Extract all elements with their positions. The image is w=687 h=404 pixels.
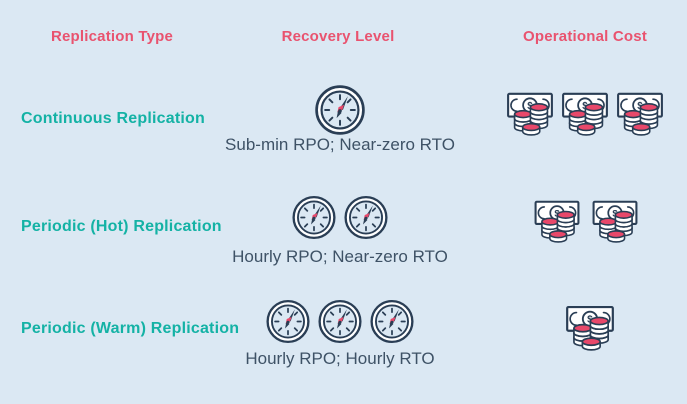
money-icon: $	[592, 200, 638, 243]
clock-tick-marks	[326, 307, 354, 336]
money-icon: $	[507, 92, 553, 136]
clock-icon	[292, 195, 336, 240]
clock-tick-marks	[274, 307, 302, 336]
clock-icon	[318, 299, 362, 344]
clock-tick-marks	[324, 94, 356, 126]
coin-front	[607, 230, 626, 243]
coin-stack-right	[589, 316, 610, 344]
row-label-continuous-replication: Continuous Replication	[21, 110, 205, 127]
column-header-operational-cost: Operational Cost	[522, 28, 648, 45]
recovery-level-clocks-row2	[291, 194, 390, 241]
column-header-replication-type: Replication Type	[50, 28, 174, 45]
money-icon: $	[617, 92, 663, 136]
money-icon: $	[566, 305, 614, 351]
coin-front	[576, 122, 596, 136]
clock-icon	[315, 85, 365, 135]
clock-icon	[344, 195, 388, 240]
recovery-caption-row3: Hourly RPO; Hourly RTO	[245, 349, 435, 368]
clock-tick-marks	[352, 203, 380, 232]
coin-stack-right	[639, 103, 659, 130]
coin-front	[581, 337, 601, 351]
recovery-caption-row1: Sub-min RPO; Near-zero RTO	[225, 135, 455, 154]
operational-cost-icons-row3: $	[565, 302, 616, 351]
coin-front	[521, 122, 541, 136]
coin-stack-left	[573, 323, 593, 347]
clock-tick-marks	[300, 203, 328, 232]
row-label-periodic-hot-replication: Periodic (Hot) Replication	[21, 218, 222, 235]
operational-cost-icons-row2: $	[533, 197, 639, 243]
row-label-periodic-warm-replication: Periodic (Warm) Replication	[21, 320, 240, 337]
recovery-level-clocks-row3	[265, 298, 416, 345]
recovery-caption-row2: Hourly RPO; Near-zero RTO	[232, 247, 448, 266]
clock-icon	[370, 299, 414, 344]
clock-tick-marks	[378, 307, 406, 336]
coin-front	[631, 122, 651, 136]
recovery-level-clocks-row1	[313, 83, 367, 137]
money-icon: $	[562, 92, 608, 136]
clock-icon	[266, 299, 310, 344]
column-header-recovery-level: Recovery Level	[281, 28, 395, 45]
money-icon: $	[534, 200, 580, 243]
coin-front	[549, 230, 568, 243]
operational-cost-icons-row1: $	[506, 89, 665, 136]
coin-stack-right	[584, 103, 604, 130]
